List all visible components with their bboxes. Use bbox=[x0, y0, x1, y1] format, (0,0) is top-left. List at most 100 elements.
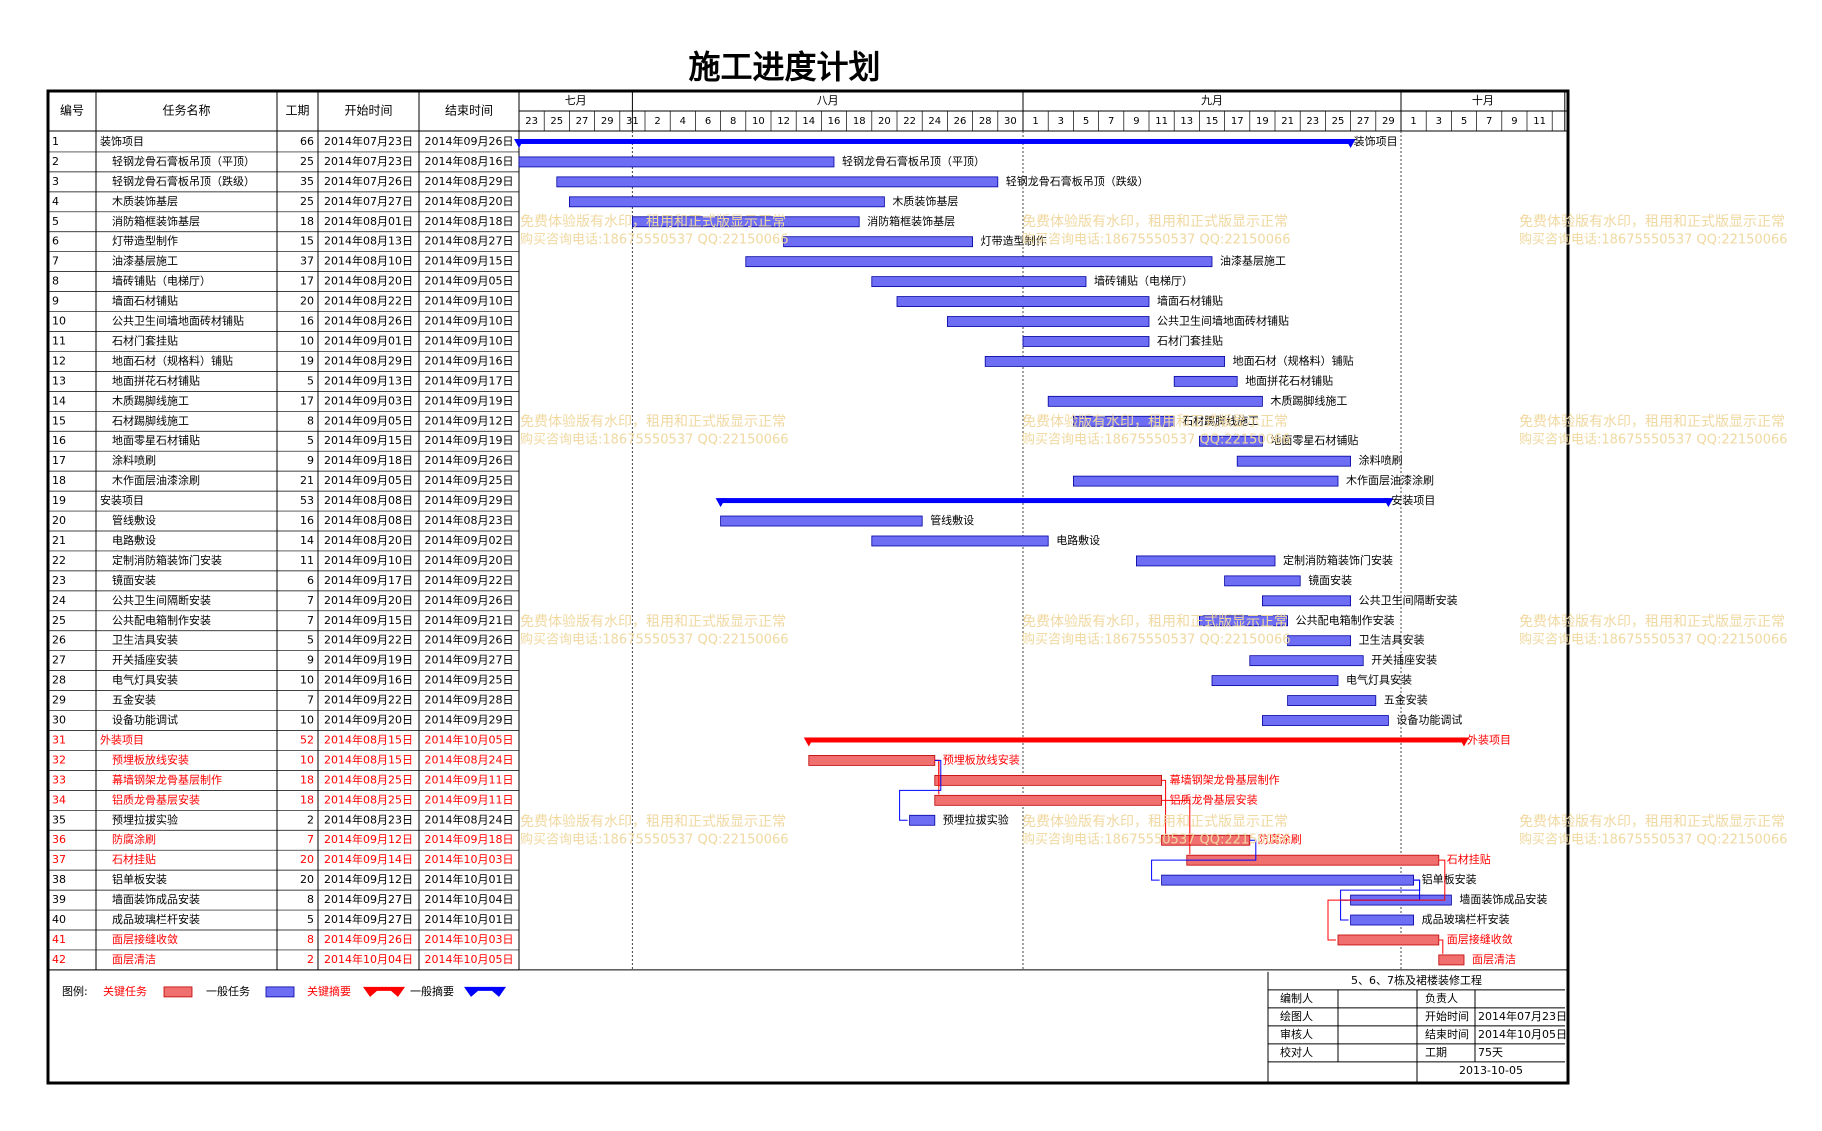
summary-start-marker bbox=[514, 138, 524, 148]
task-start: 2014年09月10日 bbox=[324, 553, 413, 567]
task-start: 2014年08月25日 bbox=[324, 792, 413, 806]
bar-label: 公共配电箱制作安装 bbox=[1296, 613, 1395, 627]
task-start: 2014年07月26日 bbox=[324, 174, 413, 188]
task-duration: 14 bbox=[300, 534, 314, 547]
day-tick-label: 11 bbox=[1533, 116, 1546, 127]
task-name: 墙面石材铺贴 bbox=[112, 294, 178, 308]
bar-label: 公共卫生间墙地面砖材铺贴 bbox=[1157, 314, 1289, 328]
task-bar bbox=[934, 794, 1162, 806]
task-start: 2014年09月03日 bbox=[324, 393, 413, 407]
task-name: 油漆基层施工 bbox=[112, 254, 178, 268]
bar-label: 预埋板放线安装 bbox=[943, 752, 1020, 766]
task-bar bbox=[871, 535, 1049, 547]
task-id: 26 bbox=[52, 634, 66, 647]
task-duration: 2 bbox=[307, 953, 314, 966]
task-bar bbox=[1350, 914, 1414, 926]
task-end: 2014年10月01日 bbox=[425, 872, 514, 886]
info-project-name: 5、6、7栋及裙楼装修工程 bbox=[1351, 973, 1482, 987]
task-duration: 53 bbox=[300, 494, 314, 507]
task-id: 6 bbox=[52, 235, 59, 248]
info-right-label: 工期 bbox=[1425, 1046, 1447, 1059]
task-end: 2014年09月26日 bbox=[425, 453, 514, 467]
task-id: 36 bbox=[52, 833, 66, 846]
bar-label: 灯带造型制作 bbox=[981, 234, 1047, 248]
task-bar bbox=[1438, 954, 1465, 966]
task-name: 木质装饰基层 bbox=[112, 194, 178, 208]
task-start: 2014年09月05日 bbox=[324, 473, 413, 487]
legend-normal-label: 一般任务 bbox=[206, 985, 250, 998]
bar-label: 木作面层油漆涂刷 bbox=[1346, 473, 1434, 487]
task-duration: 9 bbox=[307, 454, 314, 467]
summary-bar bbox=[808, 737, 1464, 743]
summary-end-marker bbox=[1383, 498, 1394, 508]
task-id: 28 bbox=[52, 674, 66, 687]
bar-label: 铝单板安装 bbox=[1422, 872, 1477, 886]
task-duration: 7 bbox=[307, 833, 314, 846]
task-start: 2014年09月22日 bbox=[324, 693, 413, 707]
task-id: 14 bbox=[52, 394, 66, 407]
task-bar bbox=[984, 356, 1226, 367]
summary-bar bbox=[519, 138, 1351, 144]
day-tick-label: 28 bbox=[979, 116, 992, 127]
day-tick-label: 26 bbox=[954, 116, 967, 127]
task-end: 2014年09月19日 bbox=[425, 433, 514, 447]
legend-crit-summary-swatch bbox=[363, 986, 405, 997]
task-id: 9 bbox=[52, 295, 59, 308]
day-tick-label: 5 bbox=[1461, 116, 1467, 127]
task-id: 24 bbox=[52, 594, 66, 607]
task-id: 2 bbox=[52, 155, 59, 168]
task-end: 2014年09月15日 bbox=[425, 254, 514, 268]
task-name: 面层清洁 bbox=[112, 953, 156, 966]
task-bar bbox=[1199, 615, 1289, 627]
task-id: 18 bbox=[52, 474, 66, 487]
bar-label: 油漆基层施工 bbox=[1220, 254, 1286, 268]
day-tick-label: 23 bbox=[1306, 116, 1319, 127]
task-name: 公共配电箱制作安装 bbox=[112, 613, 211, 627]
header-end: 结束时间 bbox=[445, 104, 493, 118]
task-start: 2014年09月22日 bbox=[324, 633, 413, 647]
task-end: 2014年09月27日 bbox=[425, 653, 514, 667]
task-name: 灯带造型制作 bbox=[112, 234, 178, 248]
task-duration: 66 bbox=[300, 135, 314, 148]
task-end: 2014年09月29日 bbox=[425, 713, 514, 727]
task-name: 成品玻璃栏杆安装 bbox=[112, 912, 200, 926]
task-start: 2014年09月14日 bbox=[324, 852, 413, 866]
task-bar bbox=[1073, 415, 1175, 427]
month-label: 八月 bbox=[817, 94, 839, 107]
watermark-line: 购买咨询电话:18675550537 QQ:22150066 bbox=[520, 832, 789, 848]
task-name: 五金安装 bbox=[112, 693, 156, 707]
task-duration: 19 bbox=[300, 354, 314, 367]
task-name: 电气灯具安装 bbox=[112, 673, 178, 687]
day-tick-label: 25 bbox=[1332, 116, 1345, 127]
task-id: 25 bbox=[52, 614, 66, 627]
task-name: 面层接缝收敛 bbox=[112, 932, 178, 946]
day-tick-label: 3 bbox=[1436, 116, 1442, 127]
day-tick-label: 7 bbox=[1486, 116, 1492, 127]
task-end: 2014年08月18日 bbox=[425, 214, 514, 228]
task-id: 7 bbox=[52, 255, 59, 268]
task-bar bbox=[1287, 635, 1351, 647]
task-end: 2014年09月26日 bbox=[425, 593, 514, 607]
task-id: 21 bbox=[52, 534, 66, 547]
watermark-line: 购买咨询电话:18675550537 QQ:22150066 bbox=[1519, 632, 1788, 648]
header-name: 任务名称 bbox=[162, 103, 210, 118]
task-end: 2014年09月05日 bbox=[425, 274, 514, 288]
task-bar bbox=[1262, 715, 1389, 726]
task-id: 11 bbox=[52, 334, 66, 347]
bar-label: 成品玻璃栏杆安装 bbox=[1422, 912, 1510, 926]
task-duration: 18 bbox=[300, 215, 314, 228]
task-duration: 17 bbox=[300, 394, 314, 407]
watermark-line: 购买咨询电话:18675550537 QQ:22150066 bbox=[520, 432, 789, 448]
bar-label: 面层接缝收敛 bbox=[1447, 932, 1513, 946]
watermark-line: 免费体验版有水印，租用和正式版显示正常 bbox=[1519, 614, 1785, 630]
task-name: 铝质龙骨基层安装 bbox=[112, 792, 200, 806]
task-start: 2014年07月23日 bbox=[324, 154, 413, 168]
task-duration: 20 bbox=[300, 873, 314, 886]
info-right-label: 负责人 bbox=[1425, 991, 1458, 1005]
task-name: 公共卫生间隔断安装 bbox=[112, 593, 211, 607]
watermark-line: 免费体验版有水印，租用和正式版显示正常 bbox=[1022, 214, 1288, 230]
summary-end-marker bbox=[1345, 138, 1356, 148]
task-name: 消防箱框装饰基层 bbox=[112, 214, 200, 228]
day-tick-label: 31 bbox=[626, 116, 639, 127]
info-date: 2013-10-05 bbox=[1459, 1064, 1523, 1077]
